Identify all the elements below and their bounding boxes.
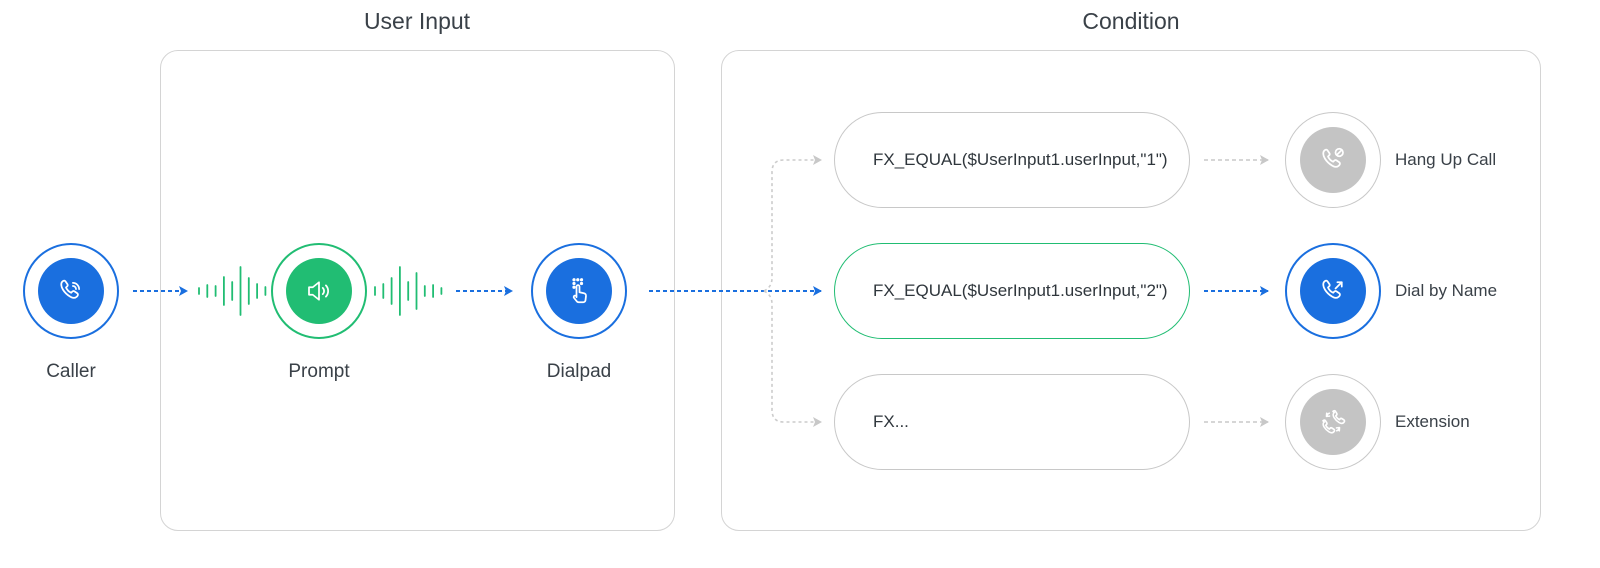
condition-title: Condition — [1082, 8, 1180, 34]
prompt-label: Prompt — [288, 361, 350, 382]
tap-dialpad-icon — [572, 278, 587, 304]
outcome-dial-by-name-label: Dial by Name — [1395, 281, 1498, 300]
speaker-icon — [308, 281, 330, 301]
condition-2-expression: FX_EQUAL($UserInput1.userInput,"2") — [873, 281, 1168, 300]
condition-3-expression: FX... — [873, 412, 909, 431]
condition-1-expression: FX_EQUAL($UserInput1.userInput,"1") — [873, 150, 1168, 169]
outcome-hang-up-node[interactable] — [1285, 112, 1381, 208]
outcome-hang-up-label: Hang Up Call — [1395, 150, 1497, 169]
sound-wave-left — [198, 266, 267, 316]
condition-1[interactable]: FX_EQUAL($UserInput1.userInput,"1") — [834, 112, 1190, 208]
dialpad-node[interactable] — [531, 243, 627, 339]
phone-ringing-icon — [60, 279, 80, 299]
outcome-dial-by-name-node[interactable] — [1285, 243, 1381, 339]
outcome-extension-node[interactable] — [1285, 374, 1381, 470]
caller-label: Caller — [46, 361, 96, 382]
phone-transfer-icon — [1322, 409, 1346, 434]
prompt-node[interactable] — [271, 243, 367, 339]
outcome-extension-label: Extension — [1395, 412, 1470, 431]
condition-2[interactable]: FX_EQUAL($UserInput1.userInput,"2") — [834, 243, 1190, 339]
condition-3[interactable]: FX... — [834, 374, 1190, 470]
phone-blocked-icon — [1322, 147, 1344, 168]
connector-branch-condition-3 — [763, 290, 822, 427]
phone-outgoing-icon — [1322, 279, 1343, 299]
connector-branch-condition-1 — [763, 155, 822, 292]
caller-node[interactable] — [23, 243, 119, 339]
user-input-title: User Input — [363, 8, 471, 34]
sound-wave-right — [374, 266, 443, 316]
dialpad-label: Dialpad — [546, 361, 612, 382]
